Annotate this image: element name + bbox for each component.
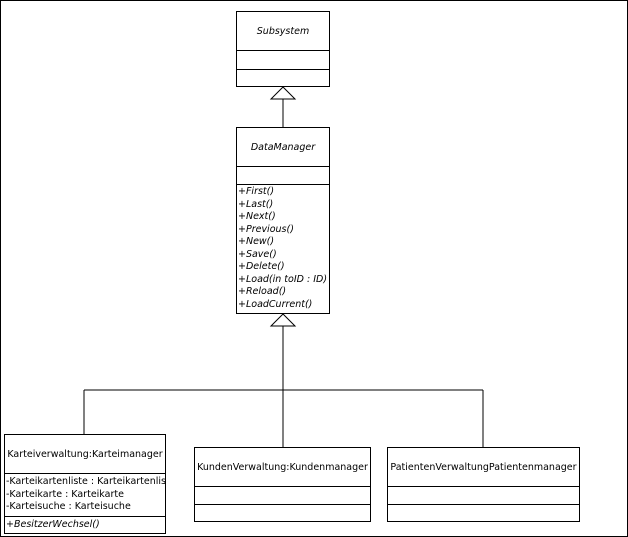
attribute-karteikartenliste: -Karteikartenliste : Karteikartenliste xyxy=(6,476,165,487)
operations-compartment-patientenverwaltung xyxy=(388,504,579,521)
operation-reload: +Reload() xyxy=(238,286,287,297)
operation-besitzerwechsel: +BesitzerWechsel() xyxy=(6,519,100,530)
class-subsystem[interactable]: Subsystem xyxy=(236,11,330,87)
attribute-karteisuche: -Karteisuche : Karteisuche xyxy=(6,501,131,512)
attributes-compartment-datamanager xyxy=(237,166,329,184)
operation-load: +Load(in toID : ID) xyxy=(238,273,328,285)
operations-compartment-karteiverwaltung: +BesitzerWechsel() xyxy=(5,516,165,533)
class-karteiverwaltung[interactable]: Karteiverwaltung:Karteimanager -Karteika… xyxy=(4,434,166,534)
operations-compartment-kundenverwaltung xyxy=(195,504,370,521)
class-kundenverwaltung[interactable]: KundenVerwaltung:Kundenmanager xyxy=(194,447,371,522)
operation-delete: +Delete() xyxy=(238,261,285,272)
inheritance-arrowhead-subsystem xyxy=(269,86,297,100)
operation-previous: +Previous() xyxy=(238,223,294,235)
attribute-karteikarte: -Karteikarte : Karteikarte xyxy=(6,488,124,500)
class-name-subsystem: Subsystem xyxy=(256,25,310,37)
operations-compartment-datamanager: +First() +Last() +Next() +Previous() +Ne… xyxy=(237,184,329,313)
operation-save: +Save() xyxy=(238,248,277,260)
class-name-datamanager: DataManager xyxy=(250,141,316,153)
operation-next: +Next() xyxy=(238,211,276,222)
attributes-compartment-karteiverwaltung: -Karteikartenliste : Karteikartenliste -… xyxy=(5,473,165,516)
attributes-compartment-kundenverwaltung xyxy=(195,486,370,504)
class-name-patientenverwaltung: PatientenVerwaltungPatientenmanager xyxy=(390,461,577,473)
class-name-karteiverwaltung: Karteiverwaltung:Karteimanager xyxy=(7,448,163,460)
inheritance-arrowhead-datamanager xyxy=(269,313,297,327)
operations-compartment-subsystem xyxy=(237,69,329,86)
class-name-kundenverwaltung: KundenVerwaltung:Kundenmanager xyxy=(197,461,368,473)
class-datamanager[interactable]: DataManager +First() +Last() +Next() +Pr… xyxy=(236,127,330,314)
operation-new: +New() xyxy=(238,236,275,247)
attributes-compartment-patientenverwaltung xyxy=(388,486,579,504)
operation-loadcurrent: +LoadCurrent() xyxy=(238,298,313,310)
attributes-compartment-subsystem xyxy=(237,50,329,69)
operation-first: +First() xyxy=(238,186,275,197)
class-patientenverwaltung[interactable]: PatientenVerwaltungPatientenmanager xyxy=(387,447,580,522)
operation-last: +Last() xyxy=(238,198,274,210)
